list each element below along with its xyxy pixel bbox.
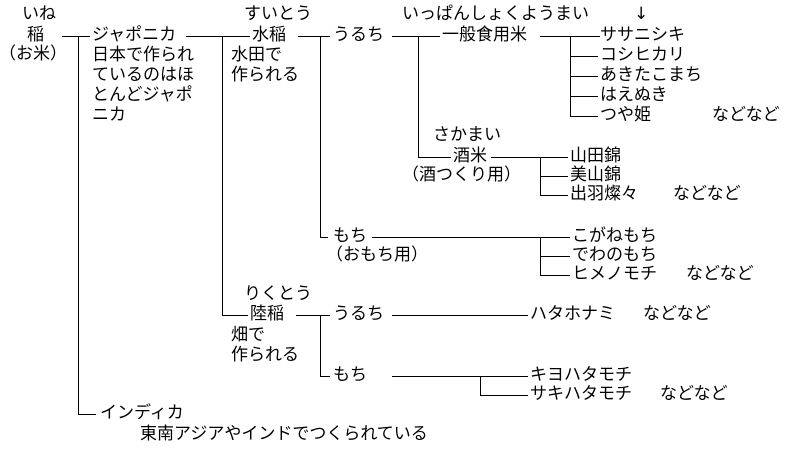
japonica-label: ジャポニカ <box>92 25 177 45</box>
indica-desc: 東南アジアやインドでつくられている <box>140 424 428 444</box>
variety-item: コシヒカリ <box>600 45 685 65</box>
suitou-desc-line: 水田で <box>231 45 282 65</box>
japonica-desc-line: ニカ <box>92 105 126 125</box>
sakamai-note: （酒つくり用） <box>402 165 521 185</box>
suitou-desc-line: 作られる <box>231 65 299 85</box>
rikutou-reading: りくとう <box>244 284 312 304</box>
root-reading: いね <box>22 4 56 24</box>
suitou-uruchi-label: うるち <box>333 25 384 45</box>
suitou-mochi-note: （おもち用） <box>326 245 428 265</box>
variety-item: 美山錦 <box>570 165 621 185</box>
root-label: 稲 <box>27 25 44 45</box>
etc-label: などなど <box>643 304 711 324</box>
rikutou-mochi-label: もち <box>333 365 367 385</box>
ippan-label: 一般食用米 <box>442 25 527 45</box>
etc-label: などなど <box>712 105 780 125</box>
variety-item: ヒメノモチ <box>572 264 657 284</box>
suitou-mochi-label: もち <box>333 226 367 246</box>
etc-label: などなど <box>686 264 754 284</box>
etc-label: などなど <box>673 184 741 204</box>
sakamai-label: 酒米 <box>453 146 487 166</box>
variety-item: 山田錦 <box>570 146 621 166</box>
rikutou-desc-line: 畑で <box>231 325 265 345</box>
variety-item: こがねもち <box>572 226 657 246</box>
variety-item: キヨハタモチ <box>530 365 632 385</box>
down-arrow-icon: ↓ <box>634 4 649 24</box>
japonica-desc-line: とんどジャポ <box>92 85 193 105</box>
variety-item: ハタホナミ <box>530 304 615 324</box>
variety-item: あきたこまち <box>600 65 702 85</box>
variety-item: 出羽燦々 <box>570 184 638 204</box>
japonica-desc-line: ているのはほ <box>92 65 194 85</box>
rikutou-label: 陸稲 <box>250 304 284 324</box>
japonica-desc-line: 日本で作られ <box>92 45 194 65</box>
rikutou-desc-line: 作られる <box>231 345 299 365</box>
suitou-label: 水稲 <box>252 25 286 45</box>
rikutou-uruchi-label: うるち <box>333 304 384 324</box>
indica-label: インディカ <box>100 403 184 423</box>
ippan-reading: いっぱんしょくようまい <box>402 4 589 24</box>
variety-item: サキハタモチ <box>530 384 632 404</box>
variety-item: ササニシキ <box>600 25 685 45</box>
sakamai-reading: さかまい <box>433 125 501 145</box>
root-note: （お米） <box>0 44 67 64</box>
variety-item: つや姫 <box>600 105 651 125</box>
variety-item: でわのもち <box>572 245 657 265</box>
suitou-reading: すいとう <box>244 4 312 24</box>
variety-item: はえぬき <box>600 85 668 105</box>
etc-label: などなど <box>660 384 728 404</box>
